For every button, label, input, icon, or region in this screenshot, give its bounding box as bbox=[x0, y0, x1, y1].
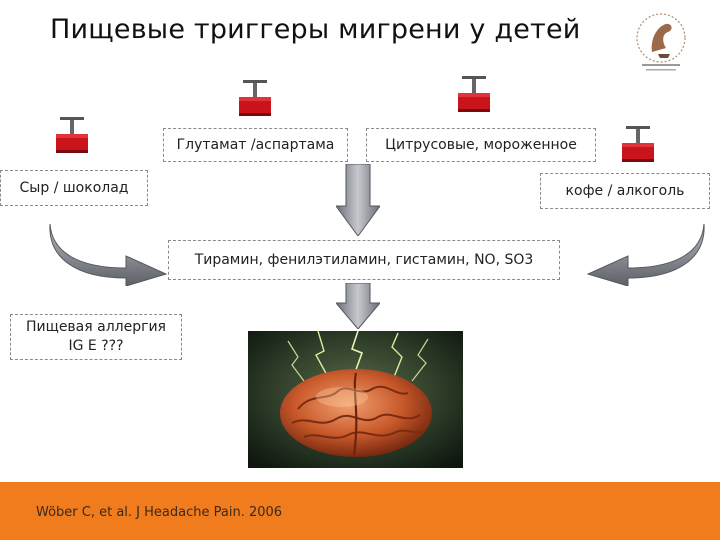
detonator-plunger-icon bbox=[56, 117, 88, 153]
brain-lightning-image bbox=[248, 331, 463, 468]
detonator-plunger-icon bbox=[458, 76, 490, 112]
trigger-box-citrus: Цитрусовые, мороженное bbox=[366, 128, 596, 162]
down-arrow-icon bbox=[336, 164, 380, 236]
curved-arrow-icon bbox=[586, 223, 705, 286]
allergy-line-1: Пищевая аллергия bbox=[26, 319, 166, 335]
amines-box: Тирамин, фенилэтиламин, гистамин, NO, SO… bbox=[168, 240, 560, 280]
trigger-box-coffee: кофе / алкоголь bbox=[540, 173, 710, 209]
detonator-plunger-icon bbox=[622, 126, 654, 162]
allergy-box: Пищевая аллергия IG E ??? bbox=[10, 314, 182, 360]
detonator-plunger-icon bbox=[239, 80, 271, 116]
trigger-box-cheese: Сыр / шоколад bbox=[0, 170, 148, 206]
allergy-line-2: IG E ??? bbox=[68, 338, 124, 354]
logo-emblem-icon bbox=[636, 13, 686, 71]
footer-bar bbox=[0, 482, 720, 540]
curved-arrow-icon bbox=[49, 223, 168, 286]
trigger-box-glutamate: Глутамат /аспартама bbox=[163, 128, 348, 162]
page-title: Пищевые триггеры мигрени у детей bbox=[50, 14, 581, 45]
down-arrow-icon bbox=[336, 283, 380, 329]
citation: Wöber C, et al. J Headache Pain. 2006 bbox=[36, 505, 283, 520]
